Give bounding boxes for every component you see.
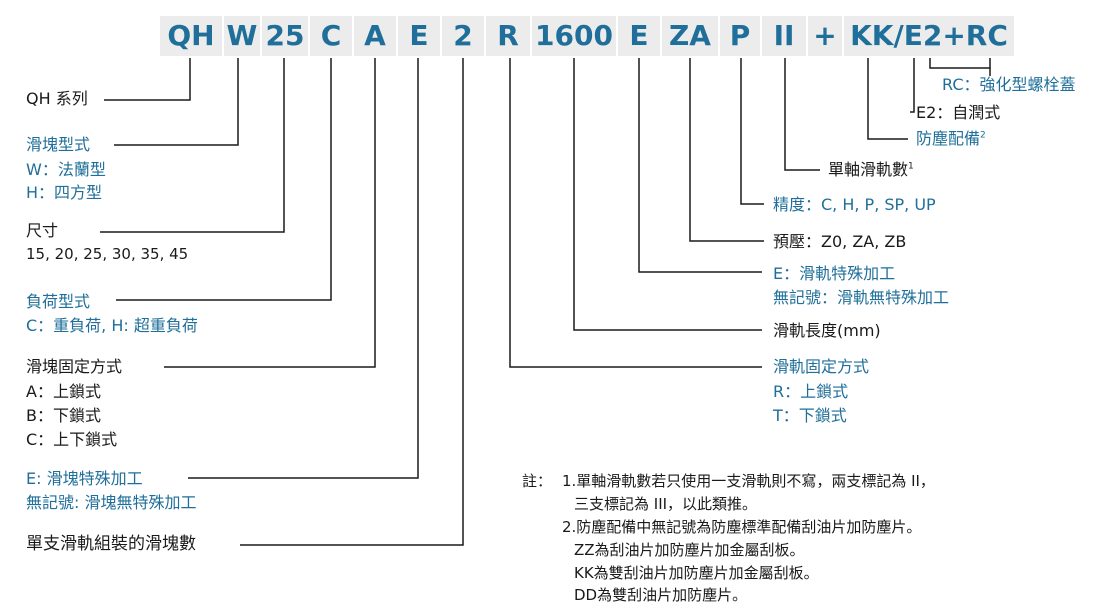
code-segment-plus: +	[808, 16, 842, 56]
code-segment-precision: P	[720, 16, 760, 56]
note-2-line-1: 2.防塵配備中無記號為防塵標準配備刮油片加防塵片。	[562, 518, 922, 536]
label-size-title: 尺寸	[26, 221, 59, 240]
label-rail-length: 滑軌長度(mm)	[773, 321, 881, 340]
label-block-type-title: 滑塊型式	[26, 135, 91, 154]
connector-block-special	[188, 58, 419, 479]
note-2-line-3: KK為雙刮油片加防塵片加金屬刮板。	[574, 564, 819, 582]
note-2-line-4: DD為雙刮油片加防塵片。	[574, 586, 748, 604]
label-dust: 防塵配備2	[916, 129, 986, 149]
label-rail-count-text: 單軸滑軌數	[828, 160, 909, 179]
label-preload: 預壓：Z0, ZA, ZB	[773, 232, 907, 251]
label-size-values: 15, 20, 25, 30, 35, 45	[26, 245, 189, 263]
label-e2: E2：自潤式	[916, 103, 1001, 122]
label-block-mount-a: A：上鎖式	[26, 382, 101, 401]
label-rail-mount-title: 滑軌固定方式	[773, 357, 870, 376]
code-segment-block-special: E	[398, 16, 440, 56]
code-segment-preload: ZA	[662, 16, 718, 56]
connector-size	[100, 58, 285, 233]
label-rc: RC：強化型螺栓蓋	[942, 75, 1076, 94]
code-segment-rail-length: 1600	[532, 16, 616, 56]
label-block-mount-c: C：上下鎖式	[26, 430, 118, 449]
label-series: QH 系列	[26, 89, 88, 108]
code-segment-load-type: C	[310, 16, 352, 56]
code-segment-rail-mount: R	[486, 16, 530, 56]
label-precision: 精度：C, H, P, SP, UP	[773, 195, 936, 214]
connector-rail-mount	[509, 58, 762, 368]
code-segment-block-count: 2	[442, 16, 484, 56]
label-dust-text: 防塵配備	[916, 129, 981, 148]
connector-rail-count	[784, 58, 820, 171]
label-block-type-w: W：法蘭型	[26, 160, 106, 179]
label-block-count: 單支滑軌組裝的滑塊數	[26, 534, 196, 554]
label-load-values: C：重負荷, H: 超重負荷	[26, 316, 198, 335]
connector-precision	[740, 58, 764, 205]
note-2-line-2: ZZ為刮油片加防塵片加金屬刮板。	[574, 541, 805, 559]
label-rail-count: 單軸滑軌數1	[828, 160, 914, 180]
code-segment-series: QH	[160, 16, 222, 56]
connector-load-type	[116, 58, 332, 301]
label-rail-mount-t: T：下鎖式	[773, 406, 847, 425]
label-rail-special-e: E：滑軌特殊加工	[773, 264, 896, 283]
label-load-title: 負荷型式	[26, 292, 91, 311]
label-block-type-h: H：四方型	[26, 183, 103, 202]
connector-block-count	[240, 58, 464, 546]
code-segment-rail-special: E	[618, 16, 660, 56]
connector-block-type	[114, 58, 239, 146]
label-rail-mount-r: R：上鎖式	[773, 382, 849, 401]
connector-e2	[910, 58, 915, 113]
label-block-special-none: 無記號: 滑塊無特殊加工	[26, 493, 197, 512]
code-segment-size: 25	[262, 16, 308, 56]
connector-dust	[867, 58, 908, 140]
code-segment-rail-count: II	[762, 16, 806, 56]
connector-block-mount	[164, 58, 376, 368]
code-segment-options: KK/E2+RC	[844, 16, 1014, 56]
label-dust-sup: 2	[980, 130, 986, 141]
connector-rail-special	[638, 58, 762, 273]
connector-preload	[689, 58, 764, 242]
label-rail-count-sup: 1	[908, 161, 914, 172]
label-block-special-e: E: 滑塊特殊加工	[26, 469, 143, 488]
connector-rail-length	[573, 58, 762, 331]
note-1-line-1: 1.單軸滑軌數若只使用一支滑軌則不寫，兩支標記為 II，	[562, 472, 935, 490]
code-segment-block-mount: A	[354, 16, 396, 56]
label-block-mount-title: 滑塊固定方式	[26, 357, 123, 376]
label-block-mount-b: B：下鎖式	[26, 406, 101, 425]
connector-series	[104, 58, 191, 101]
code-segment-block-type: W	[224, 16, 260, 56]
connector-rc	[929, 58, 991, 69]
label-rail-special-none: 無記號：滑軌無特殊加工	[773, 288, 950, 307]
note-1-line-2: 三支標記為 III，以此類推。	[574, 495, 758, 513]
notes-prefix: 註：	[522, 472, 553, 490]
